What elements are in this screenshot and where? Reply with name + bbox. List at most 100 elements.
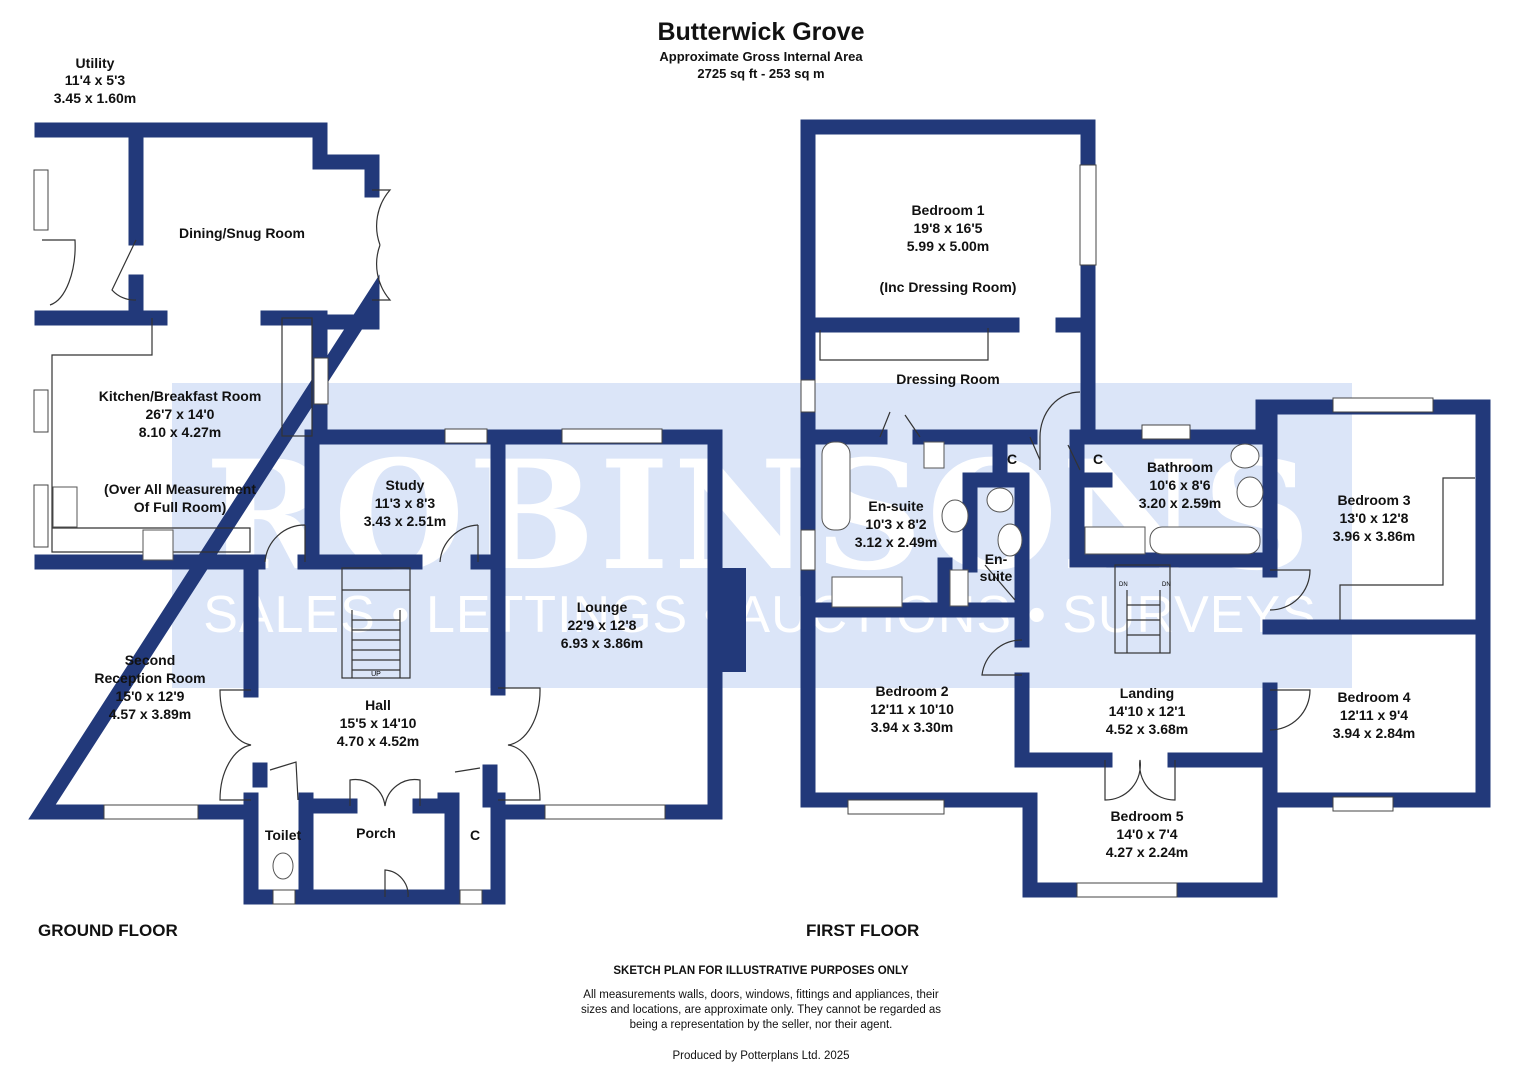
first-floor-walls [800,119,1491,898]
svg-text:3.94 x 2.84m: 3.94 x 2.84m [1333,725,1416,741]
room-bedroom-2: Bedroom 2 12'11 x 10'10 3.94 x 3.30m [870,683,954,735]
toilet-icon [1230,443,1260,469]
toilet-icon [272,852,294,880]
room-bedroom-4: Bedroom 4 12'11 x 9'4 3.94 x 2.84m [1333,689,1416,741]
room-study: Study 11'3 x 8'3 3.43 x 2.51m [364,477,447,529]
svg-text:Landing: Landing [1120,685,1174,701]
svg-text:22'9 x 12'8: 22'9 x 12'8 [568,617,637,633]
svg-text:Study: Study [386,477,425,493]
svg-text:Hall: Hall [365,697,391,713]
shower-tray-icon [923,441,945,469]
room-bathroom: Bathroom 10'6 x 8'6 3.20 x 2.59m [1139,459,1222,511]
svg-text:En-: En- [985,551,1008,567]
room-toilet: Toilet [265,827,302,843]
svg-text:Utility: Utility [76,55,115,71]
ground-stairs: UP [341,567,411,679]
svg-text:26'7 x 14'0: 26'7 x 14'0 [146,406,215,422]
svg-text:Kitchen/Breakfast Room: Kitchen/Breakfast Room [99,388,262,404]
svg-text:Lounge: Lounge [577,599,628,615]
svg-text:4.57 x 3.89m: 4.57 x 3.89m [109,706,192,722]
svg-text:Bedroom 3: Bedroom 3 [1337,492,1410,508]
svg-text:11'3 x 8'3: 11'3 x 8'3 [375,495,436,511]
area-label: Approximate Gross Internal Area [659,49,863,64]
svg-text:suite: suite [980,568,1013,584]
room-kitchen: Kitchen/Breakfast Room 26'7 x 14'0 8.10 x … [99,388,262,515]
first-floor-labels: Bedroom 1 19'8 x 16'5 5.99 x 5.00m (Inc Dre… [855,202,1416,860]
first-stairs: DN DN [1114,564,1171,654]
svg-text:8.10 x 4.27m: 8.10 x 4.27m [139,424,222,440]
svg-text:(Inc Dressing Room): (Inc Dressing Room) [880,279,1017,295]
first-floor-windows [800,164,1475,898]
bathroom-fixtures [821,441,1264,608]
room-lounge: Lounge 22'9 x 12'8 6.93 x 3.86m [561,599,644,651]
svg-text:Bedroom 4: Bedroom 4 [1337,689,1410,705]
svg-text:10'6 x 8'6: 10'6 x 8'6 [1149,477,1210,493]
shower-icon [831,576,903,608]
bath-icon [821,441,851,531]
svg-text:En-suite: En-suite [868,498,923,514]
svg-text:10'3 x 8'2: 10'3 x 8'2 [865,516,926,532]
svg-text:11'4 x 5'3: 11'4 x 5'3 [65,72,126,88]
room-ensuite-1: En-suite 10'3 x 8'2 3.12 x 2.49m [855,498,938,550]
room-cupboard: C [470,827,480,843]
svg-text:12'11 x 9'4: 12'11 x 9'4 [1340,707,1408,723]
svg-text:15'0 x 12'9: 15'0 x 12'9 [116,688,185,704]
watermark-brand: ROBINSONS [205,428,1315,604]
svg-text:3.43 x 2.51m: 3.43 x 2.51m [364,513,447,529]
svg-text:14'10 x 12'1: 14'10 x 12'1 [1109,703,1186,719]
svg-text:5.99 x 5.00m: 5.99 x 5.00m [907,238,990,254]
first-floor-doors [879,391,1311,801]
svg-text:3.45 x 1.60m: 3.45 x 1.60m [54,90,137,106]
room-dressing: Dressing Room [896,371,999,387]
shower-icon [1084,526,1146,555]
ground-floor-doors [42,189,541,898]
svg-text:Dining/Snug Room: Dining/Snug Room [179,225,305,241]
room-cupboard-1: C [1007,451,1017,467]
room-bedroom-5: Bedroom 514'0 x 7'44.27 x 2.24m [1106,808,1189,860]
toilet-icon [986,487,1014,513]
disclaimer-line: sizes and locations, are approximate onl… [581,1004,941,1016]
ground-floor-label: GROUND FLOOR [38,921,178,940]
svg-text:3.12 x 2.49m: 3.12 x 2.49m [855,534,938,550]
disclaimer-line: All measurements walls, doors, windows, … [583,989,939,1001]
credit: Produced by Potterplans Ltd. 2025 [672,1050,849,1062]
disclaimer-line: being a representation by the seller, no… [630,1019,893,1031]
svg-text:13'0 x 12'8: 13'0 x 12'8 [1340,510,1409,526]
svg-text:Reception Room: Reception Room [94,670,205,686]
room-hall: Hall 15'5 x 14'10 4.70 x 4.52m [337,697,420,749]
svg-text:4.52 x 3.68m: 4.52 x 3.68m [1106,721,1189,737]
svg-text:Bathroom: Bathroom [1147,459,1213,475]
plan-title: Butterwick Grove [657,18,864,46]
room-cupboard-2: C [1093,451,1103,467]
svg-text:(Over All Measurement: (Over All Measurement [104,481,256,497]
stairs-up-label: UP [371,671,381,678]
room-landing: Landing 14'10 x 12'1 4.52 x 3.68m [1106,685,1189,737]
svg-text:3.94 x 3.30m: 3.94 x 3.30m [871,719,954,735]
basin-icon [997,523,1023,557]
svg-text:Bedroom 2: Bedroom 2 [875,683,948,699]
svg-text:6.93 x 3.86m: 6.93 x 3.86m [561,635,644,651]
svg-text:Second: Second [125,652,176,668]
svg-text:Bedroom 1: Bedroom 1 [911,202,984,218]
basin-icon [1236,476,1264,508]
stairs-dn-label: DN [1119,582,1128,588]
svg-text:4.70 x 4.52m: 4.70 x 4.52m [337,733,420,749]
room-porch: Porch [356,825,396,841]
bath-icon [1149,526,1261,555]
svg-text:12'11 x 10'10: 12'11 x 10'10 [870,701,954,717]
stairs-dn-label: DN [1162,582,1171,588]
ground-floor-walls [28,122,746,905]
svg-text:3.20 x 2.59m: 3.20 x 2.59m [1139,495,1222,511]
first-floor-label: FIRST FLOOR [806,921,919,940]
room-dining: Dining/Snug Room [179,225,305,241]
svg-text:Bedroom 5: Bedroom 5 [1110,808,1183,824]
svg-text:15'5 x 14'10: 15'5 x 14'10 [340,715,417,731]
room-bedroom-1: Bedroom 1 19'8 x 16'5 5.99 x 5.00m (Inc Dre… [880,202,1017,295]
svg-text:Of Full Room): Of Full Room) [134,499,227,515]
room-ensuite-2: En-suite [980,551,1013,584]
svg-text:19'8 x 16'5: 19'8 x 16'5 [914,220,983,236]
